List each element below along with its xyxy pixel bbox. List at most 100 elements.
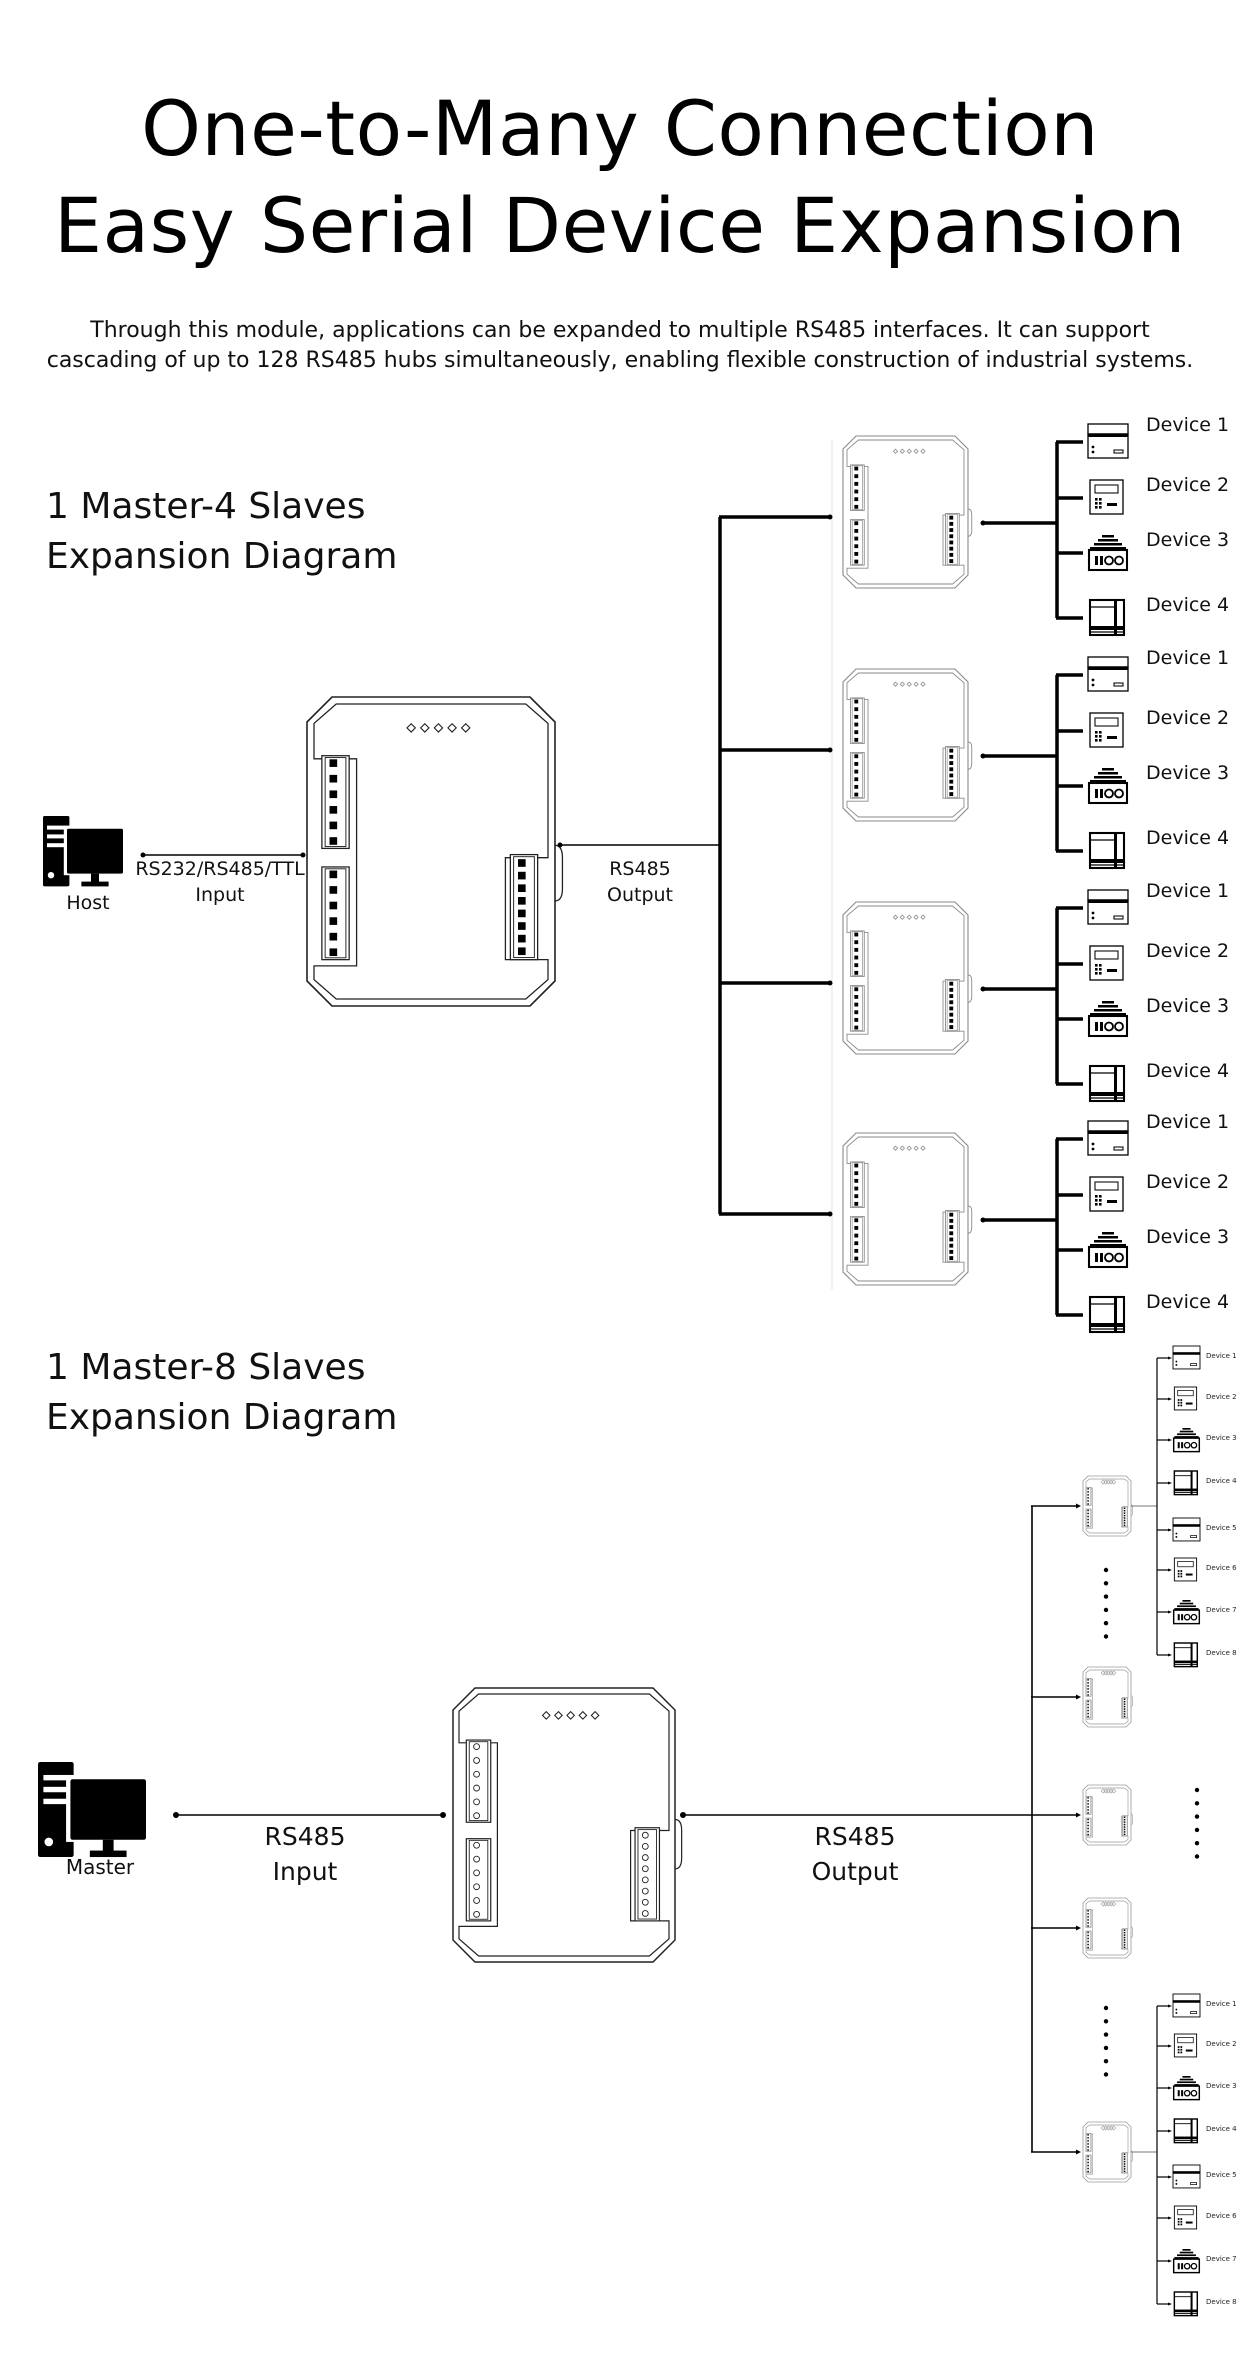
terminal-pin-icon [329, 821, 338, 830]
terminal-pin-icon [1123, 2168, 1126, 2170]
output-terminal [945, 746, 960, 799]
terminal-pin-icon [949, 779, 954, 784]
terminal-pin-icon [329, 901, 338, 910]
terminal-pin-icon [949, 1012, 954, 1017]
device-label: Device 3 [1146, 995, 1230, 1017]
slave-module [842, 668, 973, 822]
input-terminal-bottom [850, 1216, 865, 1263]
led-indicator-icon [1111, 1670, 1117, 1676]
terminal-pin-icon [949, 1231, 954, 1236]
terminal-pin-icon [517, 947, 526, 956]
terminal-pin-icon [1123, 1700, 1126, 1703]
led-indicator-icon [1111, 1788, 1117, 1794]
terminal-frame [945, 746, 960, 799]
device-icon-4 [1173, 1470, 1199, 1496]
arrow-head-icon [1076, 1812, 1081, 1818]
arrow-head-icon [1168, 2129, 1172, 2133]
device-icon-2 [1173, 1386, 1198, 1411]
tower-slot [47, 825, 65, 830]
device-icon-4 [1088, 831, 1126, 870]
arrow-head-icon [1168, 1528, 1172, 1532]
terminal-inner [1122, 1928, 1128, 1949]
led-indicator-icon [920, 448, 926, 454]
input-terminal-bottom [850, 985, 865, 1032]
terminal-pin-icon [1087, 1800, 1089, 1802]
terminal-pin-icon [329, 932, 338, 941]
terminal-pin-icon [854, 489, 859, 494]
terminal-pin-icon [1087, 1682, 1089, 1684]
master-label: Master [65, 1855, 135, 1879]
terminal-pin-icon [949, 1225, 954, 1229]
terminal-pin-icon [517, 909, 526, 918]
output-terminal [509, 853, 539, 961]
terminal-inner [1122, 1815, 1128, 1836]
terminal-pin-icon [854, 559, 859, 564]
terminal-pin-icon [949, 1212, 954, 1217]
terminal-pin-icon [517, 859, 526, 867]
module-body [1082, 1897, 1132, 1959]
monitor-screen [70, 1779, 146, 1840]
terminal-pin-icon [949, 540, 954, 545]
terminal-pin-icon [329, 917, 338, 925]
device-icon-2 [1089, 945, 1124, 981]
terminal-pin-icon [1087, 1679, 1089, 1681]
terminal-pin-icon [854, 769, 859, 774]
input-terminal-top [850, 464, 865, 511]
output-terminal [945, 979, 960, 1032]
terminal-frame [945, 513, 960, 566]
ellipsis-dot [1103, 2045, 1109, 2051]
module-side-tab [967, 1205, 973, 1234]
input-terminal-bottom [465, 1838, 492, 1922]
terminal-pin-icon [1087, 1703, 1089, 1706]
terminal-pin-icon [1123, 1934, 1126, 1936]
device-label: Device 5 [1206, 2171, 1237, 2179]
terminal-screw-icon [473, 1812, 480, 1820]
terminal-pin-icon [949, 785, 954, 790]
terminal-pin-icon [1087, 1943, 1089, 1946]
terminal-pin-icon [1123, 1703, 1126, 1705]
input-terminal-top [850, 930, 865, 977]
line-endpoint [980, 520, 986, 526]
terminal-pin-icon [854, 1178, 859, 1183]
terminal-pin-icon [854, 497, 859, 502]
terminal-pin-icon [949, 792, 954, 796]
terminal-pin-icon [1123, 1522, 1126, 1524]
input-terminal-bottom [321, 866, 350, 961]
device-icon-4 [1088, 598, 1126, 637]
line-endpoint [827, 1211, 833, 1217]
terminal-pin-icon [1087, 1797, 1089, 1799]
device-label: Device 1 [1146, 1111, 1230, 1133]
terminal-pin-icon [1123, 1524, 1126, 1527]
terminal-inner [851, 698, 863, 743]
terminal-pin-icon [1123, 1705, 1126, 1708]
terminal-pin-icon [1087, 2158, 1089, 2161]
device-icon-2 [1089, 712, 1124, 748]
device-icon-6 [1173, 1557, 1198, 1582]
input-terminal-top [465, 1739, 492, 1823]
arrow-head-icon [1168, 2086, 1172, 2090]
s1-input-label-line-2: Input [195, 884, 245, 906]
terminal-pin-icon [1123, 1509, 1126, 1512]
terminal-pin-icon [1087, 2170, 1089, 2173]
led-indicator-icon [1111, 1901, 1117, 1907]
input-terminal-bottom [850, 519, 865, 566]
terminal-pin-icon [329, 886, 338, 894]
terminal-pin-icon [949, 546, 954, 551]
arrow-head-icon [1168, 2004, 1172, 2008]
arrow-head-icon [1168, 2259, 1172, 2263]
module-body [1082, 2121, 1132, 2183]
terminal-frame [509, 853, 539, 961]
terminal-pin-icon [949, 754, 954, 759]
input-terminal-bottom [1085, 2154, 1092, 2174]
terminal-pin-icon [1123, 1507, 1126, 1509]
terminal-screw-icon [641, 1842, 649, 1850]
terminal-inner [468, 1741, 489, 1822]
module-side-tab [1130, 1926, 1133, 1938]
terminal-pin-icon [1123, 2165, 1126, 2168]
device-icon-1 [1087, 656, 1129, 692]
terminal-inner [1086, 1796, 1091, 1815]
output-terminal [1122, 1697, 1128, 1719]
terminal-pin-icon [854, 1218, 859, 1223]
arrow-head-icon [1168, 1397, 1172, 1401]
terminal-pin-icon [854, 761, 859, 766]
